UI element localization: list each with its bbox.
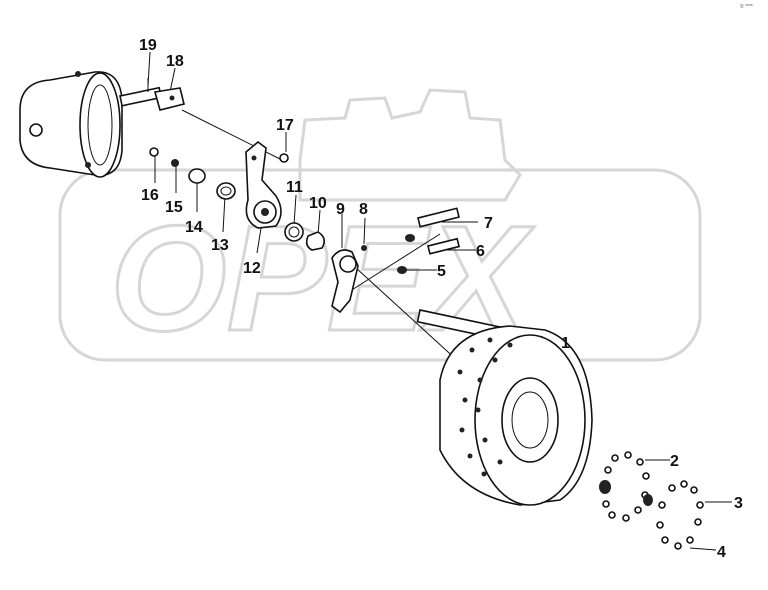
callout-14: 14 xyxy=(185,219,203,236)
lining-rivets xyxy=(457,337,513,477)
callout-7: 7 xyxy=(484,215,493,232)
callout-18: 18 xyxy=(166,53,184,70)
callout-9: 9 xyxy=(336,201,345,218)
callout-8: 8 xyxy=(359,201,368,218)
nut-ring xyxy=(599,451,650,522)
callout-1: 1 xyxy=(561,335,570,352)
slack-adjuster xyxy=(245,140,282,229)
callout-labels: 1 2 3 4 5 6 7 8 9 10 11 12 13 14 15 16 1… xyxy=(139,37,743,561)
callout-19: 19 xyxy=(139,37,157,54)
washer-bushing xyxy=(284,222,326,251)
callout-2: 2 xyxy=(670,453,679,470)
callout-11: 11 xyxy=(286,179,303,196)
callout-4: 4 xyxy=(717,544,726,561)
watermark-gear xyxy=(298,88,522,202)
brake-chamber xyxy=(19,71,185,178)
clevis-pin xyxy=(279,153,289,163)
callout-10: 10 xyxy=(309,195,327,212)
brake-assembly xyxy=(416,309,593,506)
callout-17: 17 xyxy=(276,117,294,134)
bolts-7-6-5 xyxy=(397,207,461,274)
watermark-frame xyxy=(58,168,702,362)
hardware-16-13 xyxy=(149,147,236,200)
callout-6: 6 xyxy=(476,243,485,260)
corner-mark: © **** xyxy=(740,3,753,10)
cam-lever xyxy=(331,245,367,314)
watermark-text: OPEX xyxy=(110,194,535,362)
callout-12: 12 xyxy=(243,260,261,277)
callout-15: 15 xyxy=(165,199,183,216)
callout-3: 3 xyxy=(734,495,743,512)
watermark-logo: OPEX xyxy=(58,88,702,364)
bolt-ring xyxy=(643,480,704,550)
callout-13: 13 xyxy=(211,237,229,254)
callout-16: 16 xyxy=(141,187,159,204)
callout-5: 5 xyxy=(437,263,446,280)
